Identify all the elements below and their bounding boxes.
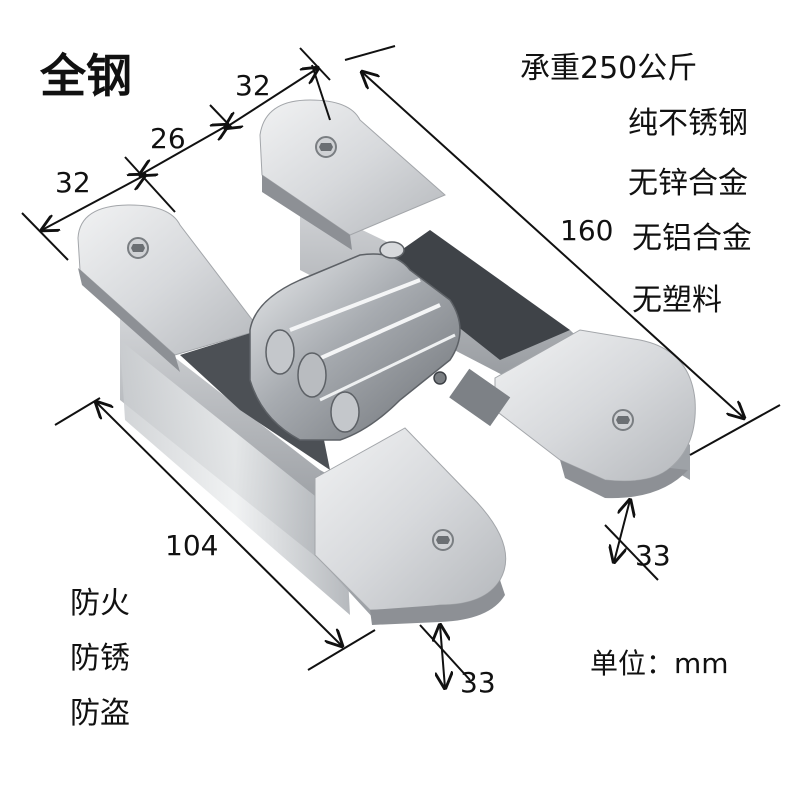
dim-arrow-104 <box>96 402 342 646</box>
ext-line-32-left-b <box>124 156 176 213</box>
dim-label-160: 160 <box>560 214 613 247</box>
left-front-screw-hex-icon <box>436 536 450 544</box>
knuckle-pin-top <box>379 241 405 259</box>
dim-arrow-33-right <box>614 500 630 562</box>
feature-stainless-steel: 纯不锈钢 <box>628 106 748 141</box>
left-front-plate-edge <box>370 580 505 625</box>
feature-rustproof: 防锈 <box>70 641 130 676</box>
feature-no-plastic: 无塑料 <box>632 283 722 318</box>
knuckle-pin-3 <box>330 391 360 433</box>
dim-arrow-32-top <box>225 68 318 128</box>
right-back-plate-edge <box>262 175 352 250</box>
left-back-plate <box>77 204 261 356</box>
feature-no-aluminum-alloy: 无铝合金 <box>632 221 752 256</box>
ext-line-32-top-b <box>311 64 331 121</box>
right-front-plate-edge <box>560 460 688 499</box>
feature-anti-theft: 防盗 <box>70 696 130 731</box>
unit-label: 单位：mm <box>590 647 729 680</box>
dim-arrow-33-front <box>440 625 445 688</box>
left-back-plate-edge <box>78 268 180 372</box>
knuckle-pin-2 <box>297 352 327 398</box>
dim-label-104: 104 <box>165 529 218 562</box>
dim-label-26: 26 <box>150 122 186 155</box>
feature-fireproof: 防火 <box>70 586 130 621</box>
left-back-screw-hex-icon <box>131 244 145 252</box>
dim-arrow-26 <box>140 125 228 175</box>
dimension-lines <box>21 45 781 688</box>
right-back-plate <box>259 99 446 236</box>
dim-arrow-160 <box>362 72 744 418</box>
title-all-steel: 全钢 <box>39 49 132 103</box>
ext-line-104-b <box>307 629 376 671</box>
dim-label-33-front: 33 <box>460 666 496 699</box>
left-front-plate <box>314 427 507 611</box>
right-back-screw-hex-icon <box>319 143 333 151</box>
dim-arrow-32-left <box>42 175 145 230</box>
dim-label-32-top: 32 <box>235 69 271 102</box>
dim-label-33-right: 33 <box>635 539 671 572</box>
ext-line-160-a <box>344 45 396 61</box>
load-capacity-label: 承重250公斤 <box>520 51 697 86</box>
dim-label-32-left: 32 <box>55 166 91 199</box>
knuckle-pin-1 <box>265 329 295 375</box>
ext-line-32-top <box>299 47 331 81</box>
right-front-screw-hex-icon <box>616 416 630 424</box>
ext-line-160-b <box>689 404 781 456</box>
pivot-rivet-icon <box>433 371 447 385</box>
feature-no-zinc-alloy: 无锌合金 <box>628 166 748 201</box>
ext-line-104-a <box>54 397 101 426</box>
ext-line-32-left-a <box>21 212 69 261</box>
